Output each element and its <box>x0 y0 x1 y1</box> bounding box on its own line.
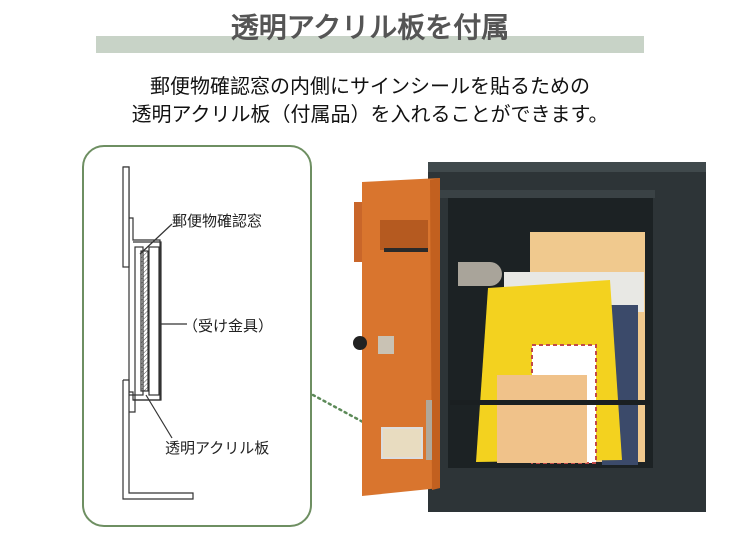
description: 郵便物確認窓の内側にサインシールを貼るための 透明アクリル板（付属品）を入れるこ… <box>0 72 740 128</box>
mailbox-photo <box>353 162 706 512</box>
cross-section-diagram-card <box>82 145 312 527</box>
description-line-1: 郵便物確認窓の内側にサインシールを貼るための <box>150 74 590 98</box>
title-underline-band <box>96 36 644 53</box>
page-title: 透明アクリル板を付属 <box>230 11 510 44</box>
description-line-2: 透明アクリル板（付属品）を入れることができます。 <box>131 102 609 126</box>
label-mail-window: 郵便物確認窓 <box>172 212 263 230</box>
label-acrylic-plate: 透明アクリル板 <box>165 439 270 457</box>
label-bracket: （受け金具） <box>183 317 274 335</box>
